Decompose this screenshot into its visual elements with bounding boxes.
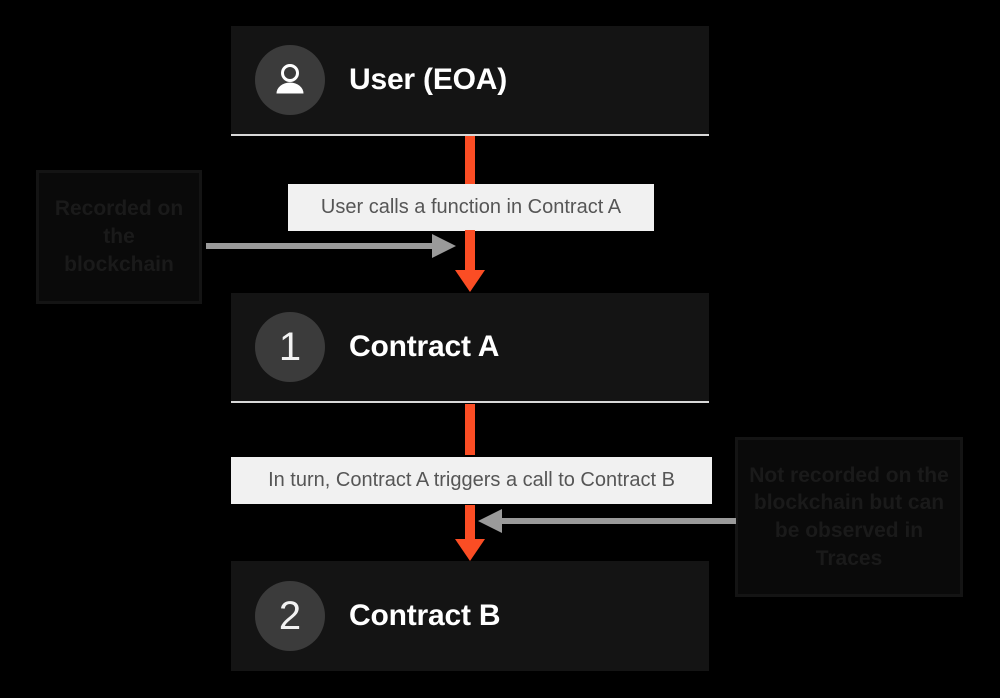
- arrow-user-to-step1: [450, 136, 490, 186]
- node-contract-b-label: Contract B: [349, 599, 501, 632]
- step-label-2-text: In turn, Contract A triggers a call to C…: [268, 469, 675, 491]
- arrow-step2-to-contract-b: [450, 505, 490, 562]
- step-label-1: User calls a function in Contract A: [288, 184, 654, 231]
- arrow-callout-left: [206, 234, 456, 258]
- callout-not-recorded-traces-text: Not recorded on the blockchain but can b…: [749, 463, 949, 570]
- callout-recorded-on-blockchain: Recorded on the blockchain: [36, 170, 202, 304]
- step-badge-1-number: 1: [278, 325, 302, 369]
- node-contract-b[interactable]: 2 Contract B: [231, 561, 709, 671]
- step-badge-2: 2: [255, 581, 325, 651]
- arrow-head: [478, 509, 502, 533]
- arrow-head: [432, 234, 456, 258]
- arrow-shaft: [500, 518, 736, 524]
- callout-not-recorded-traces: Not recorded on the blockchain but can b…: [735, 437, 963, 597]
- arrow-shaft: [465, 505, 475, 541]
- step-label-1-text: User calls a function in Contract A: [320, 196, 622, 218]
- arrow-contract-a-to-step2: [450, 404, 490, 455]
- callout-recorded-on-blockchain-text: Recorded on the blockchain: [54, 197, 184, 276]
- arrow-callout-right: [478, 509, 736, 533]
- arrow-step1-to-contract-a: [450, 230, 490, 293]
- step-badge-1: 1: [255, 312, 325, 382]
- step-badge-2-number: 2: [278, 594, 302, 638]
- person-avatar: [255, 45, 325, 115]
- arrow-shaft: [465, 404, 475, 455]
- arrow-shaft: [465, 136, 475, 186]
- arrow-head: [455, 270, 485, 292]
- step-label-2: In turn, Contract A triggers a call to C…: [231, 457, 712, 504]
- node-user-eoa[interactable]: User (EOA): [231, 26, 709, 136]
- person-icon: [276, 64, 304, 94]
- arrow-head: [455, 539, 485, 561]
- node-contract-a[interactable]: 1 Contract A: [231, 293, 709, 403]
- node-user-eoa-label: User (EOA): [349, 63, 508, 96]
- arrow-shaft: [206, 243, 434, 249]
- node-contract-a-label: Contract A: [349, 330, 500, 363]
- arrow-shaft: [465, 230, 475, 272]
